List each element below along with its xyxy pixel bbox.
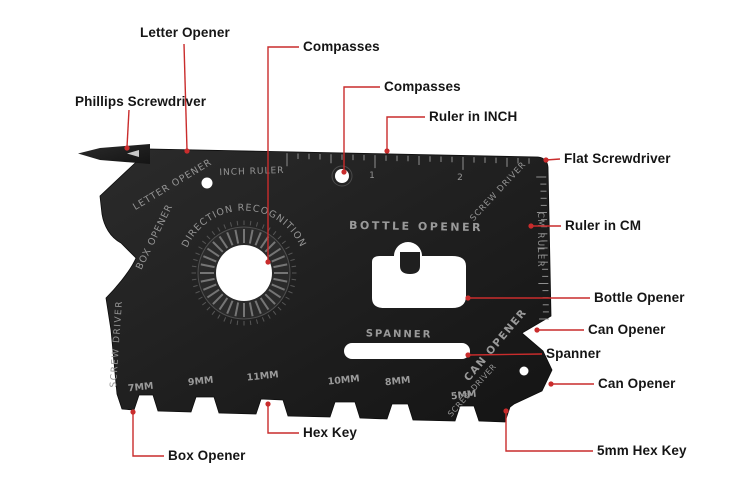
- callout-leader-lines: [124, 43, 594, 457]
- engraving-size-9mm: 9MM: [187, 375, 214, 389]
- leader-phillips: [126, 109, 130, 148]
- label-phillips-screwdriver: Phillips Screwdriver: [75, 94, 207, 109]
- engraving-bottle-opener: BOTTLE OPENER: [349, 219, 483, 234]
- label-5mm-hex-key: 5mm Hex Key: [597, 443, 687, 458]
- engraving-size-7mm: 7MM: [127, 381, 154, 395]
- phillips-blade-mark: [127, 150, 139, 157]
- phillips-blade: [78, 144, 150, 164]
- label-spanner: Spanner: [546, 346, 601, 361]
- bottle-opener-lip: [400, 252, 420, 274]
- label-box-opener: Box Opener: [168, 448, 246, 463]
- lanyard-hole: [201, 177, 213, 189]
- spanner-slot: [344, 343, 470, 359]
- engraving-size-8mm: 8MM: [384, 375, 411, 389]
- leader-box-opener: [132, 413, 164, 457]
- leader-compasses-2: [343, 86, 380, 171]
- label-can-opener-1: Can Opener: [588, 322, 666, 337]
- dial-knurl-ticks: [200, 229, 288, 317]
- label-ruler-in-cm: Ruler in CM: [565, 218, 642, 233]
- engraving-size-11mm: 11MM: [246, 369, 279, 383]
- dial-hole: [216, 245, 272, 301]
- leader-5mm-hex-key: [505, 412, 593, 452]
- leader-ruler-inch: [386, 116, 425, 150]
- leader-letter-opener: [183, 43, 188, 151]
- engraving-spanner: SPANNER: [366, 328, 433, 340]
- compass-hole-ring: [331, 165, 353, 187]
- label-can-opener-2: Can Opener: [598, 376, 676, 391]
- label-bottle-opener: Bottle Opener: [594, 290, 685, 305]
- engraving-inch-1: 1: [369, 171, 375, 181]
- can-opener-hole: [519, 366, 529, 376]
- label-hex-key: Hex Key: [303, 425, 357, 440]
- engraving-size-5mm: 5MM: [450, 389, 477, 403]
- bottle-opener-cutout: [372, 242, 466, 308]
- engraving-inch-2: 2: [457, 173, 463, 183]
- leader-compasses-1: [267, 46, 299, 262]
- label-letter-opener: Letter Opener: [140, 25, 230, 40]
- label-compasses-2: Compasses: [384, 79, 461, 94]
- label-ruler-in-inch: Ruler in INCH: [429, 109, 518, 124]
- leader-hex-key: [267, 405, 299, 434]
- engraving-cm-ruler: CM RULER: [535, 212, 545, 268]
- label-compasses-1: Compasses: [303, 39, 380, 54]
- leader-spanner: [467, 353, 543, 356]
- engraving-size-10mm: 10MM: [327, 373, 360, 387]
- label-flat-screwdriver: Flat Screwdriver: [564, 151, 671, 166]
